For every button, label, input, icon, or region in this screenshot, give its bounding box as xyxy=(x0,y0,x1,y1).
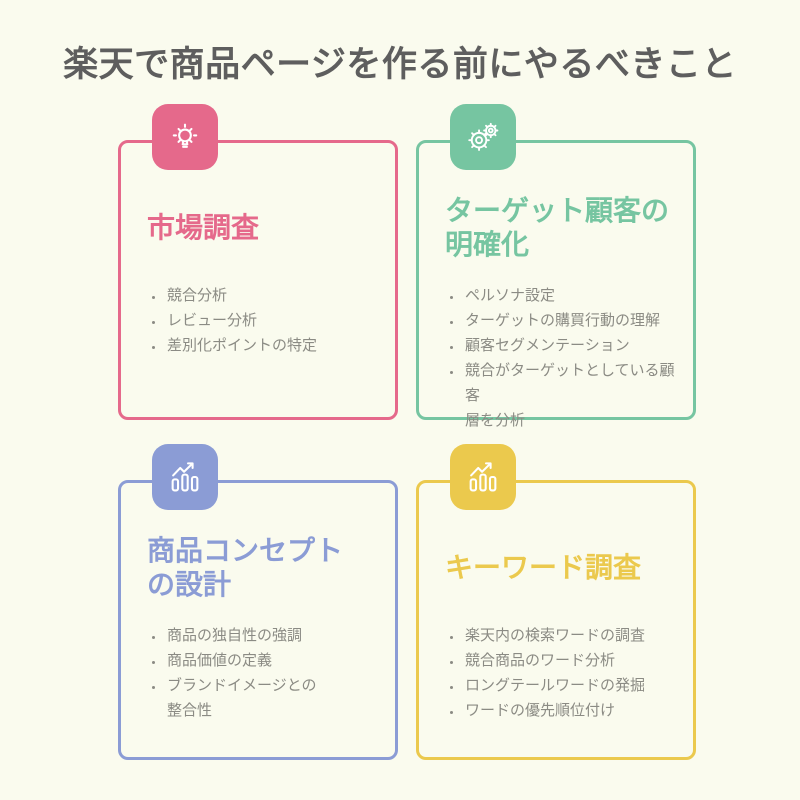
lightbulb-icon xyxy=(152,104,218,170)
list-item: 競合商品のワード分析 xyxy=(463,648,681,673)
bar-chart-growth-icon xyxy=(450,444,516,510)
card-list: ペルソナ設定 ターゲットの購買行動の理解 顧客セグメンテーション 競合がターゲッ… xyxy=(419,283,693,433)
list-item: ワードの優先順位付け xyxy=(463,698,681,723)
list-item: 楽天内の検索ワードの調査 xyxy=(463,623,681,648)
gears-icon xyxy=(450,104,516,170)
card-title: ターゲット顧客の 明確化 xyxy=(445,194,670,261)
card-title: 市場調査 xyxy=(147,211,260,244)
card-market-research: 市場調査 競合分析 レビュー分析 差別化ポイントの特定 xyxy=(118,104,398,420)
list-item: 商品の独自性の強調 xyxy=(165,623,383,648)
list-item: 競合がターゲットとしている顧客 層を分析 xyxy=(463,358,681,433)
card-title: キーワード調査 xyxy=(445,551,642,584)
card-title: 商品コンセプト の設計 xyxy=(147,534,344,601)
bar-chart-growth-icon xyxy=(152,444,218,510)
card-product-concept: 商品コンセプト の設計 商品の独自性の強調 商品価値の定義 ブランドイメージとの… xyxy=(118,444,398,760)
card-list: 競合分析 レビュー分析 差別化ポイントの特定 xyxy=(121,283,395,358)
list-item: 差別化ポイントの特定 xyxy=(165,333,383,358)
list-item: ロングテールワードの発掘 xyxy=(463,673,681,698)
list-item: 商品価値の定義 xyxy=(165,648,383,673)
card-list: 楽天内の検索ワードの調査 競合商品のワード分析 ロングテールワードの発掘 ワード… xyxy=(419,623,693,723)
list-item: レビュー分析 xyxy=(165,308,383,333)
card-target-customers: ターゲット顧客の 明確化 ペルソナ設定 ターゲットの購買行動の理解 顧客セグメン… xyxy=(416,104,696,429)
list-item: ブランドイメージとの 整合性 xyxy=(165,673,383,723)
card-list: 商品の独自性の強調 商品価値の定義 ブランドイメージとの 整合性 xyxy=(121,623,395,723)
list-item: ターゲットの購買行動の理解 xyxy=(463,308,681,333)
list-item: 競合分析 xyxy=(165,283,383,308)
card-keyword-research: キーワード調査 楽天内の検索ワードの調査 競合商品のワード分析 ロングテールワー… xyxy=(416,444,696,760)
list-item: 顧客セグメンテーション xyxy=(463,333,681,358)
page-title: 楽天で商品ページを作る前にやるべきこと xyxy=(63,45,737,85)
list-item: ペルソナ設定 xyxy=(463,283,681,308)
